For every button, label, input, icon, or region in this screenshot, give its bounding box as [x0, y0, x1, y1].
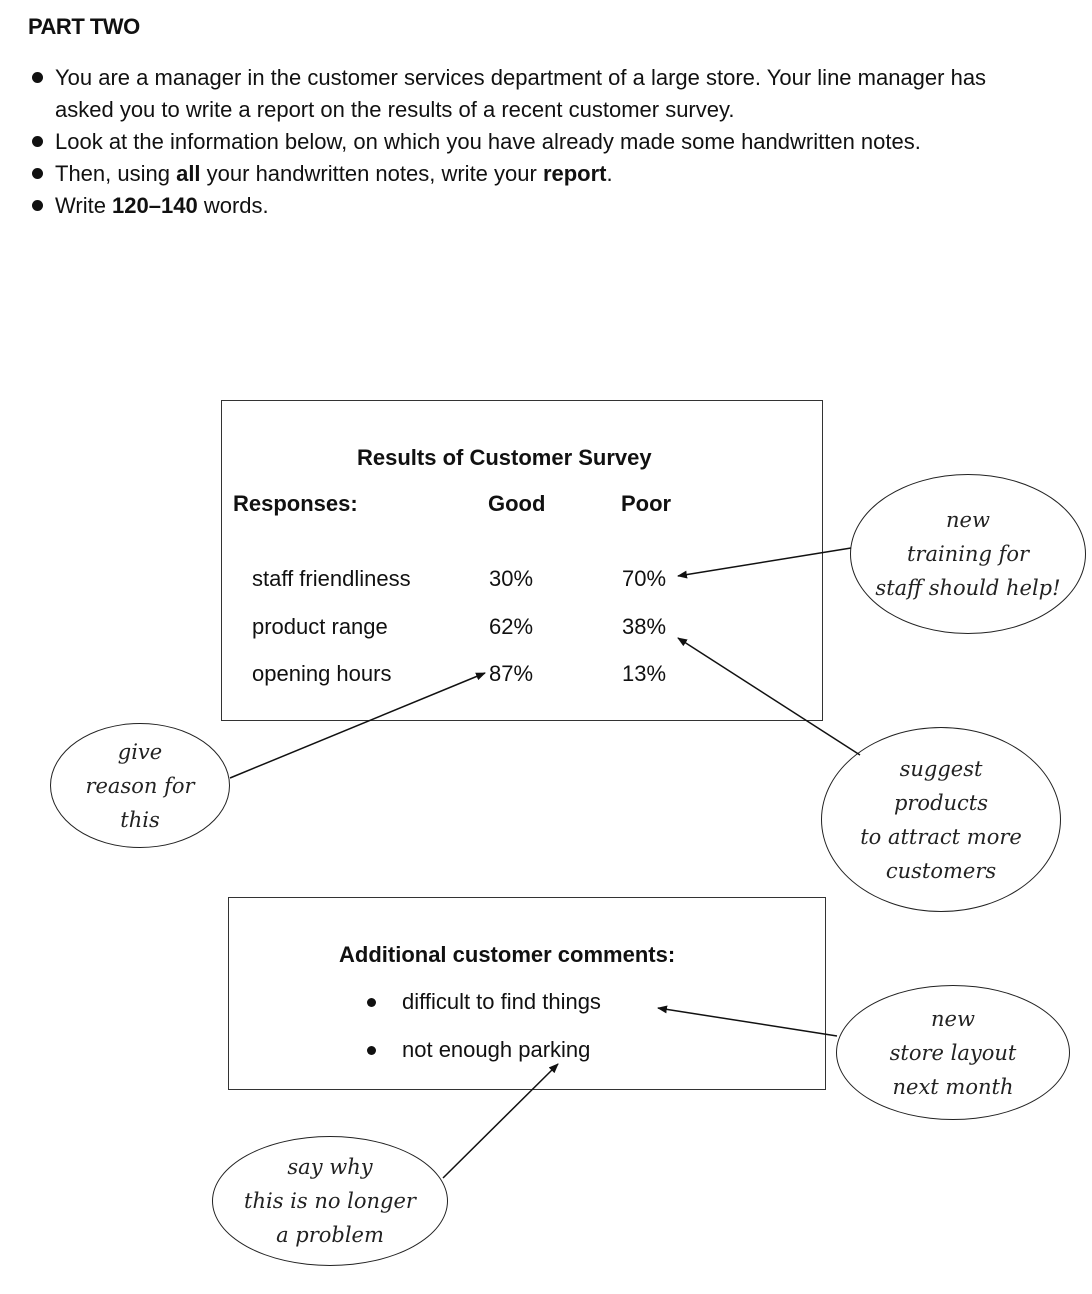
arrow-parking-to-parking	[442, 1063, 559, 1179]
note-store-layout: new store layout next month	[836, 985, 1070, 1120]
note-reason: give reason for this	[50, 723, 230, 848]
emphasis-all: all	[176, 161, 201, 186]
row-label-staff-friendliness: staff friendliness	[252, 566, 411, 591]
note-training: new training for staff should help!	[850, 474, 1086, 634]
instruction-text: words.	[197, 193, 269, 218]
good-value-staff-friendliness: 30%	[489, 566, 534, 591]
note-parking-text: say why this is no longer a problem	[244, 1155, 416, 1247]
note-store-layout-text: new store layout next month	[889, 1006, 1017, 1099]
note-products: suggest products to attract more custome…	[821, 727, 1061, 912]
comments-title: Additional customer comments:	[339, 942, 676, 967]
emphasis-word-count: 120–140	[112, 193, 198, 218]
arrow-training-to-staff	[677, 547, 852, 579]
instruction-item: You are a manager in the customer servic…	[30, 62, 990, 126]
additional-comments-box: Additional customer comments: difficult …	[228, 897, 826, 1090]
note-reason-text: give reason for this	[85, 739, 195, 832]
comment-item: not enough parking	[402, 1037, 591, 1062]
responses-header: Responses:	[233, 491, 358, 516]
instruction-item: Write 120–140 words.	[30, 190, 990, 222]
note-products-text: suggest products to attract more custome…	[860, 756, 1022, 883]
instruction-text: .	[606, 161, 613, 186]
part-title: PART TWO	[28, 14, 140, 39]
good-value-opening-hours: 87%	[489, 661, 534, 686]
instruction-text: Look at the information below, on which …	[55, 129, 921, 154]
emphasis-report: report	[542, 161, 607, 186]
instruction-text: Write	[55, 193, 113, 218]
comment-item: difficult to find things	[402, 989, 601, 1014]
bullet-icon	[367, 998, 376, 1007]
good-header: Good	[488, 491, 546, 516]
instruction-text: You are a manager in the customer servic…	[55, 65, 987, 122]
poor-value-staff-friendliness: 70%	[622, 566, 667, 591]
poor-value-product-range: 38%	[622, 614, 667, 639]
note-training-text: new training for staff should help!	[875, 508, 1061, 600]
survey-results-box: Results of Customer Survey Responses: Go…	[221, 400, 823, 721]
instruction-item: Look at the information below, on which …	[30, 126, 990, 158]
good-value-product-range: 62%	[489, 614, 534, 639]
arrow-reason-to-hours	[229, 672, 486, 779]
bullet-icon	[367, 1046, 376, 1055]
row-label-product-range: product range	[252, 614, 388, 639]
instruction-text: Then, using	[55, 161, 177, 186]
instruction-list: You are a manager in the customer servic…	[30, 62, 990, 222]
note-parking: say why this is no longer a problem	[212, 1136, 448, 1266]
survey-title: Results of Customer Survey	[357, 445, 652, 470]
arrow-products-to-range	[677, 637, 861, 756]
instruction-text: your handwritten notes, write your	[200, 161, 543, 186]
poor-header: Poor	[621, 491, 672, 516]
instruction-item: Then, using all your handwritten notes, …	[30, 158, 990, 190]
arrow-layout-to-find	[657, 1005, 838, 1037]
row-label-opening-hours: opening hours	[252, 661, 392, 686]
poor-value-opening-hours: 13%	[622, 661, 667, 686]
